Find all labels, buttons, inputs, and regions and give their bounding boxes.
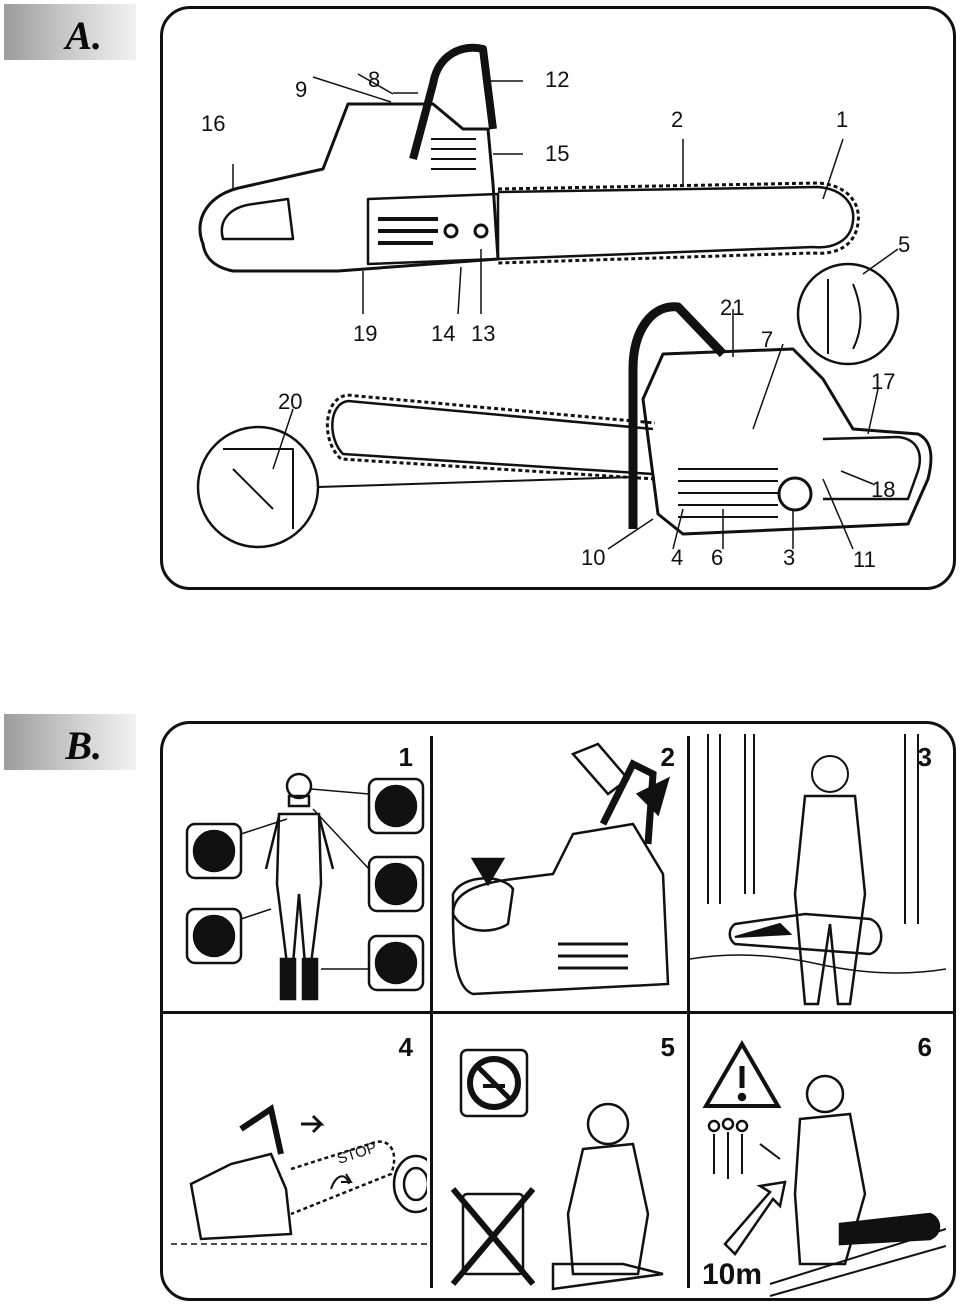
callout-13: 13: [471, 321, 496, 346]
safety-panel-5: 5: [433, 1014, 689, 1298]
panel-number: 3: [917, 742, 932, 772]
safety-panel-6: 6 10m: [690, 1014, 946, 1298]
callout-6: 6: [711, 545, 724, 570]
callout-3: 3: [783, 545, 796, 570]
section-b-label: B.: [65, 723, 102, 768]
callout-16: 16: [201, 111, 226, 136]
callout-8: 8: [368, 67, 381, 92]
callout-17: 17: [871, 369, 896, 394]
panel-number: 6: [917, 1032, 932, 1062]
callout-10: 10: [581, 545, 606, 570]
section-a-label: A.: [65, 13, 102, 58]
callout-5: 5: [898, 232, 911, 257]
callout-20: 20: [278, 389, 303, 414]
callout-18: 18: [871, 477, 896, 502]
callout-2: 2: [671, 107, 684, 132]
grid-divider: [163, 1011, 953, 1014]
safety-instructions-grid: 1 2: [160, 721, 956, 1301]
callout-7: 7: [761, 327, 774, 352]
safety-panel-2: 2: [433, 724, 689, 1010]
panel-number: 2: [660, 742, 675, 772]
callout-21: 21: [720, 295, 745, 320]
section-b-tab: B.: [4, 714, 136, 770]
panel-number: 1: [398, 742, 413, 772]
callout-9: 9: [295, 77, 308, 102]
callout-19: 19: [353, 321, 378, 346]
distance-label: 10m: [702, 1258, 762, 1291]
callout-4: 4: [671, 545, 684, 570]
panel-number: 5: [660, 1032, 675, 1062]
safety-panel-4: 4 STOP: [171, 1014, 427, 1298]
chainsaw-illustration: [196, 43, 933, 550]
callout-12: 12: [545, 67, 570, 92]
stop-sign: STOP: [335, 1139, 379, 1168]
callout-1: 1: [836, 107, 849, 132]
callout-14: 14: [431, 321, 456, 346]
panel-number: 4: [398, 1032, 413, 1062]
chainsaw-parts-diagram: 1 2 3 4 5 6 7 8 9 10 11 12 13 14 15 16 1…: [160, 6, 956, 590]
safety-panel-1: 1: [171, 724, 427, 1010]
safety-panel-3: 3: [690, 724, 946, 1010]
callout-15: 15: [545, 141, 570, 166]
callout-11: 11: [853, 547, 876, 572]
section-a-tab: A.: [4, 4, 136, 60]
